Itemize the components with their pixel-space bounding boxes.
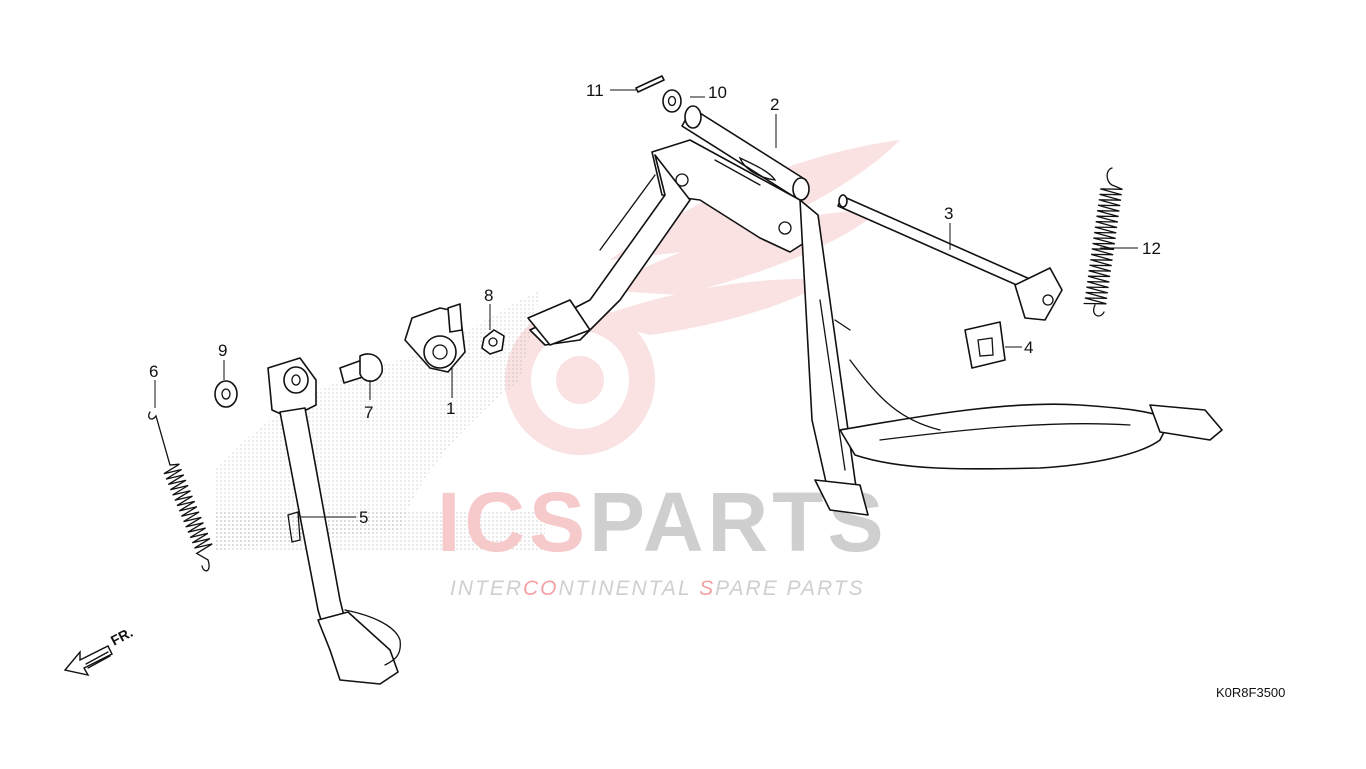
front-direction-label: FR. bbox=[108, 624, 135, 649]
part-1-switch bbox=[404, 303, 466, 373]
part-5-side-stand bbox=[267, 357, 401, 685]
callout-6: 6 bbox=[149, 362, 158, 381]
part-2-main-stand bbox=[527, 105, 1223, 516]
part-12-spring bbox=[1083, 167, 1123, 317]
part-8-nut bbox=[481, 329, 505, 355]
watermark-tagline-part: NTINENTAL bbox=[559, 577, 700, 600]
watermark-tagline-part: CO bbox=[523, 577, 559, 600]
callout-10: 10 bbox=[708, 83, 727, 102]
front-direction-arrow: FR. bbox=[63, 624, 135, 677]
callout-11: 11 bbox=[586, 81, 604, 100]
callout-5: 5 bbox=[359, 508, 368, 527]
watermark-tagline-part: S bbox=[699, 577, 715, 600]
callout-12: 12 bbox=[1142, 239, 1161, 258]
part-10-washer bbox=[662, 89, 682, 113]
leader-lines bbox=[154, 89, 1138, 518]
drawing-code: K0R8F3500 bbox=[1216, 685, 1285, 700]
part-6-spring bbox=[148, 411, 213, 572]
callout-2: 2 bbox=[770, 95, 779, 114]
callout-8: 8 bbox=[484, 286, 493, 305]
watermark-tagline-part: INTER bbox=[450, 577, 523, 600]
part-3-shaft bbox=[837, 194, 1063, 321]
callout-1: 1 bbox=[446, 399, 455, 418]
part-7-bolt bbox=[339, 353, 383, 384]
watermark-dots-band bbox=[215, 512, 545, 552]
callout-7: 7 bbox=[364, 403, 373, 422]
front-arrow-icon bbox=[63, 645, 113, 677]
watermark-tagline: INTERCONTINENTAL SPARE PARTS bbox=[450, 577, 865, 600]
watermark-brand: ICSPARTS bbox=[437, 475, 888, 569]
watermark-tagline-part: PARE PARTS bbox=[715, 577, 865, 600]
callout-4: 4 bbox=[1024, 338, 1033, 357]
watermark-brand-prefix: ICS bbox=[437, 475, 589, 569]
callouts: 11 10 2 3 12 4 8 9 6 7 1 5 bbox=[149, 81, 1161, 527]
callout-3: 3 bbox=[944, 204, 953, 223]
part-11-pin bbox=[635, 75, 665, 93]
callout-9: 9 bbox=[218, 341, 227, 360]
part-9-washer bbox=[214, 380, 238, 408]
part-4-clip bbox=[964, 321, 1006, 369]
